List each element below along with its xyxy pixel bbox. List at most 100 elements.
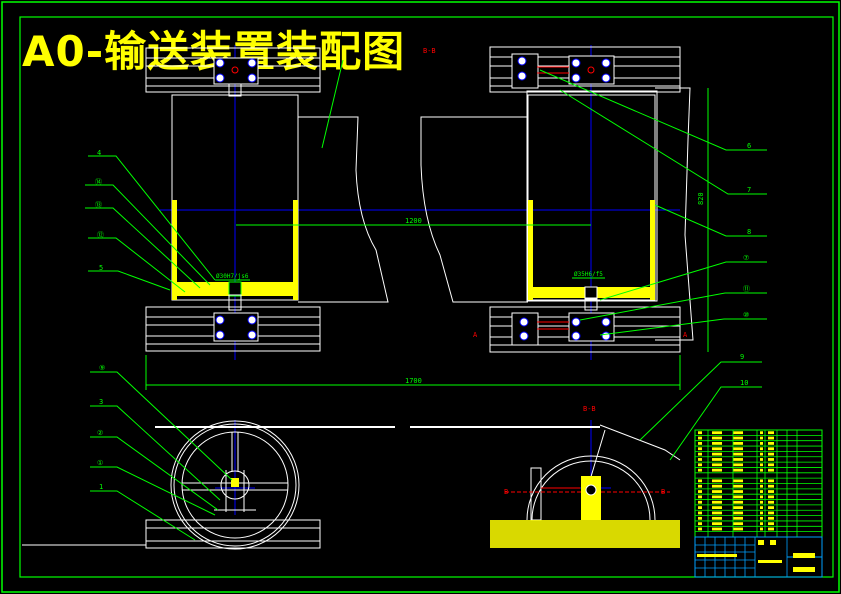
parts-list-cell-text	[760, 447, 763, 451]
parts-list-cell-text	[760, 527, 763, 531]
parts-list-cell-text	[698, 479, 702, 483]
parts-list-cell-text	[760, 500, 763, 504]
left-roller	[171, 94, 299, 301]
parts-list-cell-text	[768, 436, 774, 440]
part-label: ⑨	[99, 364, 105, 372]
section-label-a-right: A	[683, 331, 688, 339]
parts-list-cell-text	[768, 522, 774, 526]
parts-list-cell-text	[698, 490, 702, 493]
parts-list-cell-text	[733, 506, 743, 509]
part-label: ⑪	[743, 285, 750, 293]
bolts	[215, 56, 611, 341]
parts-list-cell-text	[768, 495, 774, 499]
parts-list-cell-text	[698, 452, 702, 456]
parts-list-cell-text	[768, 484, 774, 488]
part-label: ⑩	[743, 311, 749, 319]
part-label: ⑫	[97, 231, 104, 239]
parts-list-cell-text	[733, 452, 743, 456]
parts-list-cell-text	[698, 468, 702, 472]
inner-border	[19, 16, 834, 578]
right-shaft	[584, 297, 598, 311]
parts-list-cell-text	[768, 490, 774, 493]
parts-list-cell-text	[733, 431, 743, 435]
right-top-plate	[489, 46, 681, 93]
parts-list-cell-text	[733, 527, 743, 531]
parts-list-cell-text	[733, 495, 743, 499]
parts-list-cell-text	[712, 484, 722, 488]
parts-list-cell-text	[712, 522, 722, 526]
parts-list-cell-text	[712, 527, 722, 531]
parts-list-cell-text	[733, 442, 743, 445]
section-label-bb: B-B	[423, 47, 436, 55]
parts-list-cell-text	[712, 463, 722, 467]
parts-list-cell-text	[712, 447, 722, 451]
right-base-hatch	[490, 520, 680, 548]
dim-roller-spacing: 1200	[405, 217, 422, 225]
title-block-text	[793, 553, 815, 558]
parts-list-cell-text	[712, 442, 722, 445]
part-label: 1	[99, 483, 103, 491]
section-label-b-left: B	[504, 488, 508, 496]
shaft-center-mark	[587, 66, 595, 74]
title-block-text	[697, 554, 737, 557]
part-label: ⑭	[95, 178, 102, 186]
parts-list-cell-text	[768, 442, 774, 445]
fit-left: Ø30H7/js6	[216, 273, 249, 280]
parts-list-cell-text	[733, 463, 743, 467]
parts-list-cell-text	[768, 431, 774, 435]
roller-end-hatch	[175, 281, 652, 300]
left-shaft	[228, 294, 242, 311]
parts-list-cell-text	[760, 442, 763, 445]
parts-list-cell-text	[760, 484, 763, 488]
parts-list-cell-text	[768, 452, 774, 456]
dim-total-length: 1700	[405, 377, 422, 385]
parts-list-cell-text	[698, 500, 702, 504]
parts-list-cell-text	[760, 511, 763, 515]
parts-list-cell-text	[712, 516, 722, 520]
parts-list-cell-text	[733, 511, 743, 515]
parts-list-cell-text	[733, 522, 743, 526]
parts-list-cell-text	[698, 447, 702, 451]
parts-list-cell-text	[760, 516, 763, 520]
title-block	[694, 429, 823, 578]
parts-list-cell-text	[733, 468, 743, 472]
section-label-a-left: A	[473, 331, 478, 339]
parts-list-cell-text	[698, 484, 702, 488]
title-block-text	[770, 540, 776, 545]
parts-list-cell-text	[760, 463, 763, 467]
parts-list-cell-text	[698, 442, 702, 445]
parts-list-cell-text	[760, 495, 763, 499]
part-labels: 4 ⑭ ⑬ ⑫ 5 6 7 8 ⑦ ⑪ ⑩ 9 10 ⑨ 3 ② ① 1	[95, 142, 751, 491]
parts-list-cell-text	[733, 490, 743, 493]
fit-right: Ø35H6/f5	[574, 271, 603, 278]
parts-list-cell-text	[733, 458, 743, 461]
parts-list-cell-text	[698, 463, 702, 467]
parts-list-cell-text	[698, 458, 702, 461]
right-bearing-hatch	[581, 476, 601, 520]
parts-list-cell-text	[698, 431, 702, 435]
section-label-bottom-bb: B-B	[583, 405, 596, 413]
part-label: 8	[747, 228, 751, 236]
parts-list-cell-text	[698, 506, 702, 509]
parts-list-cell-text	[733, 436, 743, 440]
parts-list-cell-text	[760, 431, 763, 435]
parts-list-cell-text	[760, 490, 763, 493]
dimension-lines	[145, 88, 709, 390]
parts-list-cell-text	[733, 484, 743, 488]
left-bottom-plate	[145, 306, 321, 352]
parts-list-cell-text	[712, 490, 722, 493]
shaft-center-mark	[231, 66, 239, 74]
title-block-text	[758, 560, 782, 563]
part-label: 5	[99, 264, 103, 272]
left-side-view	[22, 420, 395, 550]
parts-list-cell-text	[712, 452, 722, 456]
parts-list-cell-text	[760, 468, 763, 472]
conveyor-belt	[298, 87, 694, 341]
parts-list-cell-text	[712, 431, 722, 435]
leader-lines	[85, 59, 767, 541]
title-block-text	[758, 540, 764, 545]
parts-list-cell-text	[698, 516, 702, 520]
parts-list-cell-text	[760, 506, 763, 509]
